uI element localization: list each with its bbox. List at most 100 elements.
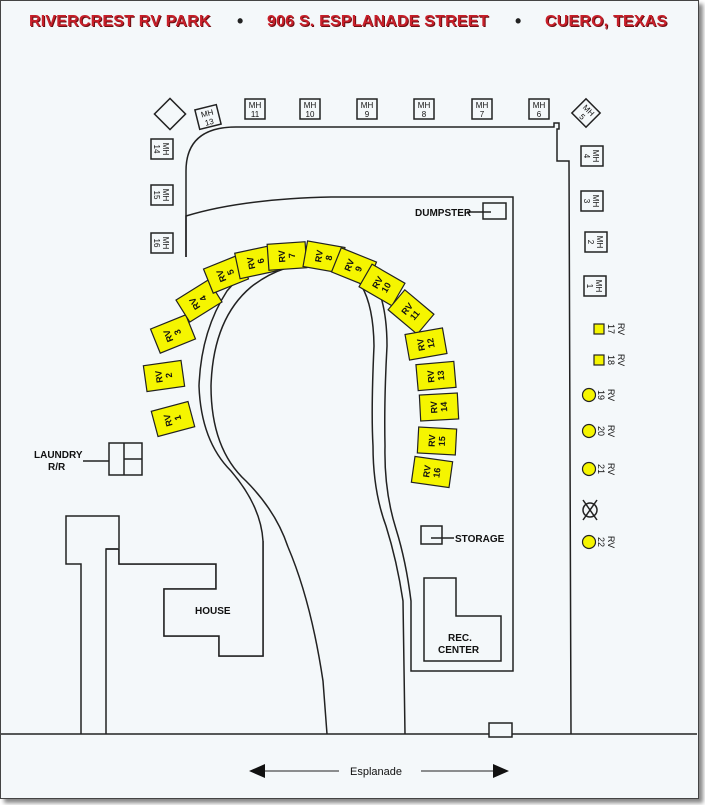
mh-site-label: MH xyxy=(418,101,431,110)
laundry-rr-label: R/R xyxy=(48,462,66,473)
mh-site-number: 8 xyxy=(422,110,427,119)
mh-site[interactable]: MH5 xyxy=(570,97,602,129)
mh-site-label: MH xyxy=(249,101,262,110)
rv-side-site-label: RV xyxy=(606,536,616,548)
rv-site[interactable]: RV1 xyxy=(150,400,196,438)
mh-site-label: MH xyxy=(161,237,170,250)
mh-site[interactable]: MH2 xyxy=(584,231,608,253)
rv-site[interactable]: RV2 xyxy=(142,359,186,393)
mh-site-number: 10 xyxy=(306,110,315,119)
mh-site-number: 9 xyxy=(365,110,370,119)
house-label: HOUSE xyxy=(195,606,231,617)
header-separator: • xyxy=(515,11,522,31)
rv-site-label: RV xyxy=(421,464,433,478)
laundry-label: LAUNDRY xyxy=(34,450,83,461)
rv-side-site-number: 22 xyxy=(596,537,606,547)
house-building xyxy=(106,541,264,657)
rec-center-building xyxy=(423,577,502,662)
rv-side-site-label: RV xyxy=(606,463,616,475)
rv-site-label: RV xyxy=(214,268,228,283)
rv-side-site-label: RV xyxy=(606,425,616,437)
dumpster-label: DUMPSTER xyxy=(415,208,472,219)
rv-site-number: 12 xyxy=(425,337,437,349)
rv-site-number: 13 xyxy=(436,370,447,381)
rv-site-number: 7 xyxy=(287,253,297,259)
rv-site-number: 8 xyxy=(324,255,335,262)
mh-site-number: 5 xyxy=(577,112,587,122)
rv-side-site-number: 18 xyxy=(606,355,616,365)
mh-site-number: 14 xyxy=(152,145,161,154)
drive-outer-loop xyxy=(185,122,572,735)
map-header: RIVERCREST RV PARK • 906 S. ESPLANADE ST… xyxy=(1,9,698,39)
rv-site-label: RV xyxy=(429,401,440,414)
mh-site-number: 2 xyxy=(586,240,595,245)
rv-side-site-label: RV xyxy=(616,323,626,335)
mh-site-label: MH xyxy=(533,101,546,110)
rv-site-label: RV xyxy=(342,258,356,273)
rv-site-number: 4 xyxy=(198,294,209,304)
rv-site-number: 6 xyxy=(255,257,266,264)
mh-site-label: MH xyxy=(595,236,604,249)
rv-site-label: RV xyxy=(245,256,257,270)
mh-site-label: MH xyxy=(304,101,317,110)
rv-site-number: 14 xyxy=(439,401,450,412)
rv-site-label: RV xyxy=(153,370,165,384)
mh-site-label: MH xyxy=(591,150,600,163)
rv-site[interactable]: RV6 xyxy=(234,244,278,280)
mh-site-label: MH xyxy=(161,143,170,156)
rv-site-label: RV xyxy=(161,328,175,343)
rv-site-number: 10 xyxy=(379,281,393,295)
mh-site[interactable]: MH4 xyxy=(580,145,604,167)
mh-site-label: MH xyxy=(161,189,170,202)
mh-site[interactable]: MH8 xyxy=(413,98,435,120)
mh-site[interactable]: MH1 xyxy=(583,275,607,297)
dumpster-box xyxy=(482,202,507,220)
mh-site-label: MH xyxy=(591,195,600,208)
mh-site-number: 11 xyxy=(251,110,260,119)
mh-site[interactable]: MH7 xyxy=(471,98,493,120)
mh-site-number: 1 xyxy=(585,284,594,289)
mh-site[interactable]: MH9 xyxy=(356,98,378,120)
rv-site[interactable]: RV3 xyxy=(149,314,197,354)
rv-site-number: 9 xyxy=(353,265,364,273)
rv-site-number: 3 xyxy=(172,328,183,336)
park-city: CUERO, TEXAS xyxy=(545,13,668,30)
mh-site-number: 4 xyxy=(582,154,591,159)
rv-site-label: RV xyxy=(277,250,288,263)
street-name: Esplanade xyxy=(350,766,402,778)
rv-side-site-number: 21 xyxy=(596,464,606,474)
rv-side-site-number: 17 xyxy=(606,324,616,334)
mh-site[interactable]: MH3 xyxy=(580,190,604,212)
mh-site-number: 13 xyxy=(204,117,215,128)
rec-center-label: REC. xyxy=(448,633,472,644)
drive-left-curb xyxy=(65,515,120,734)
mh-site-label: MH xyxy=(476,101,489,110)
mh-site-number: 16 xyxy=(152,239,161,248)
mh-site-label: MH xyxy=(361,101,374,110)
rec-center-label-2: CENTER xyxy=(438,645,480,656)
rv-site-number: 15 xyxy=(437,436,448,447)
empty-lot-diamond xyxy=(153,97,187,131)
mh-site[interactable]: MH6 xyxy=(528,98,550,120)
